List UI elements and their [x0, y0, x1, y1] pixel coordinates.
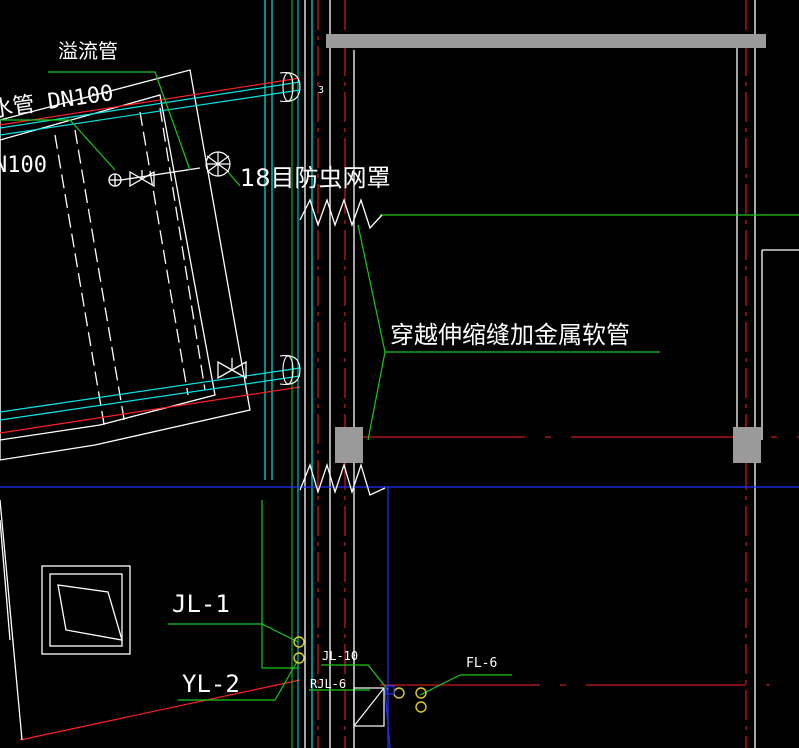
top-beam — [326, 34, 766, 48]
yl2-label: YL-2 — [182, 670, 240, 698]
insect-screen-icon — [205, 151, 231, 177]
overflow-pipe-label: 溢流管 — [58, 39, 118, 63]
valves — [108, 167, 247, 380]
cyan-pipes-left — [0, 0, 301, 480]
pipe-dn-top-label: 水管 DN100 — [0, 81, 115, 123]
insect-screen-label: 18目防虫网罩 — [240, 164, 391, 192]
wall-column — [291, 0, 355, 748]
expansion-joint-label: 穿越伸缩缝加金属软管 — [390, 321, 630, 349]
pipe-stubs — [279, 72, 301, 385]
red-lines-left — [0, 77, 301, 741]
riser-leaders — [168, 500, 512, 701]
blue-lines — [0, 486, 799, 748]
lower-left-detail — [0, 499, 131, 741]
right-frame — [736, 0, 799, 748]
rjl-box — [353, 685, 395, 727]
expansion-label-leaders — [357, 224, 660, 441]
small-mark-label: 3 — [318, 85, 324, 96]
water-tank-outline — [0, 69, 251, 461]
pipe-dn-left-label: N100 — [0, 153, 47, 178]
riser-circles — [293, 636, 427, 713]
top-label-leaders — [0, 71, 241, 187]
expansion-joint-zigzags — [299, 197, 386, 496]
column-square-left — [335, 427, 363, 463]
jl10-label: JL-10 — [322, 649, 358, 663]
fl6-label: FL-6 — [466, 656, 497, 671]
column-square-right — [733, 427, 761, 463]
jl1-label: JL-1 — [172, 590, 230, 618]
rjl6-label: RJL-6 — [310, 677, 346, 691]
